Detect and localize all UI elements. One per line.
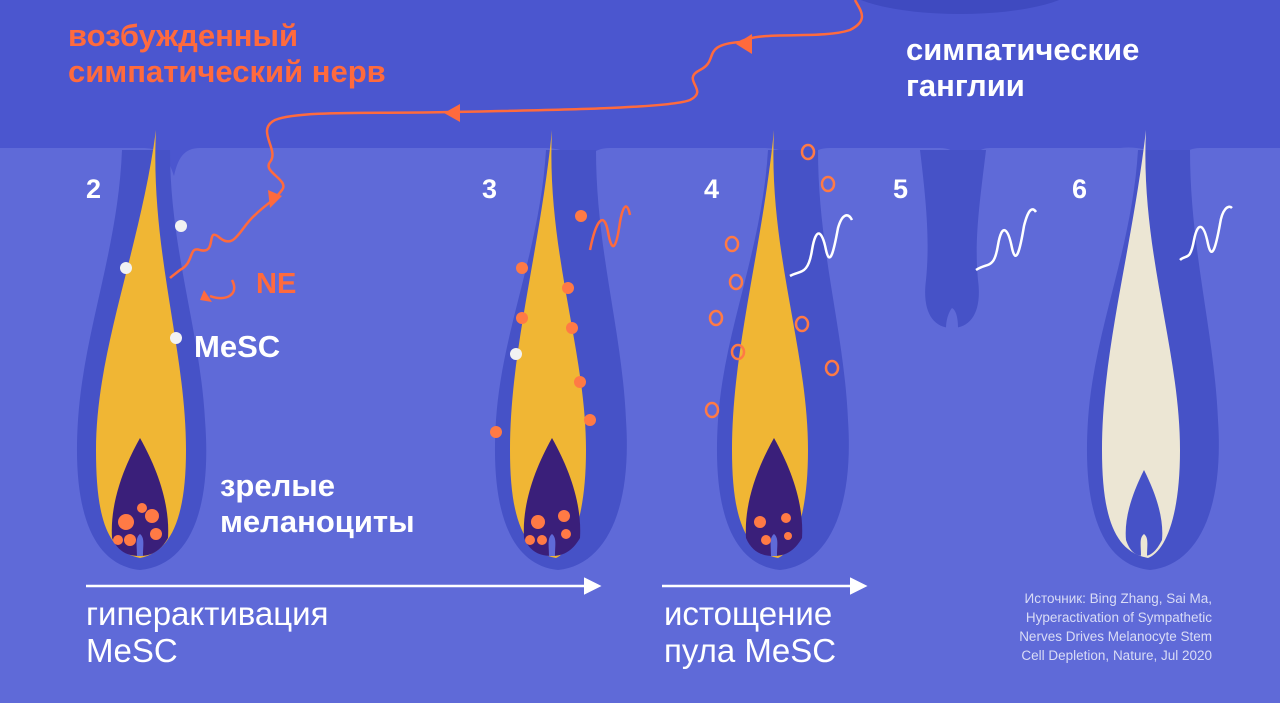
mature-melanocytes-line2: меланоциты — [220, 503, 415, 539]
ne-arrowhead — [200, 290, 212, 302]
excited-nerve-label-line2: симпатический нерв — [68, 53, 386, 89]
ne-label: NE — [256, 268, 297, 300]
ne-release-arrow — [209, 279, 236, 300]
phase-hyperactivation-line1: гиперактивация — [86, 595, 329, 632]
source-line2: Hyperactivation of Sympathetic — [1025, 609, 1212, 625]
phase-depletion-label: истощение пула MeSC — [664, 595, 837, 670]
stage-number-3: 3 — [482, 174, 498, 204]
ganglia-label-line2: ганглии — [906, 67, 1025, 103]
excited-nerve-label-line1: возбужденный — [68, 18, 299, 53]
stage-number-5: 5 — [893, 174, 909, 204]
follicle-stage-3 — [490, 130, 627, 570]
follicle-stage-6 — [1086, 130, 1219, 570]
nerve-arrow-2 — [444, 104, 460, 122]
follicle-stage-2 — [76, 130, 207, 570]
nerve-squiggle-4 — [789, 214, 854, 278]
source-line1: Источник: Bing Zhang, Sai Ma, — [1024, 591, 1212, 606]
source-line4: Cell Depletion, Nature, Jul 2020 — [1021, 647, 1212, 663]
nerve-arrow-3 — [268, 190, 282, 208]
follicle-stage-4 — [704, 130, 849, 570]
stage-number-6: 6 — [1072, 174, 1088, 204]
phase-depletion-line1: истощение — [664, 595, 833, 632]
upper-tissue-band — [0, 0, 1280, 178]
excited-nerve-label: возбужденный симпатический нерв — [68, 18, 386, 89]
ganglia-label-line1: симпатические — [906, 32, 1140, 67]
phase-depletion-line2: пула MeSC — [664, 631, 837, 669]
nerve-squiggle-3 — [588, 205, 632, 251]
excited-nerve-fiber — [169, 0, 864, 279]
follicle-stage-5 — [920, 150, 986, 328]
phase-hyperactivation-line2: MeSC — [86, 631, 178, 669]
nerve-arrow-1 — [736, 34, 752, 54]
nerve-squiggle-5 — [975, 208, 1038, 272]
source-citation: Источник: Bing Zhang, Sai Ma, Hyperactiv… — [922, 590, 1212, 666]
ganglion-shape — [860, 0, 1060, 14]
phase-hyperactivation-label: гиперактивация MeSC — [86, 595, 329, 670]
stage-number-2: 2 — [86, 174, 102, 204]
source-line3: Nerves Drives Melanocyte Stem — [1019, 628, 1212, 644]
mature-melanocytes-label: зрелые меланоциты — [220, 468, 415, 539]
ganglia-label: симпатические ганглии — [906, 32, 1139, 103]
stage-number-4: 4 — [704, 174, 720, 204]
mesc-label: MeSC — [194, 329, 281, 364]
nerve-squiggle-6 — [1179, 205, 1233, 261]
mature-melanocytes-line1: зрелые — [220, 468, 335, 503]
